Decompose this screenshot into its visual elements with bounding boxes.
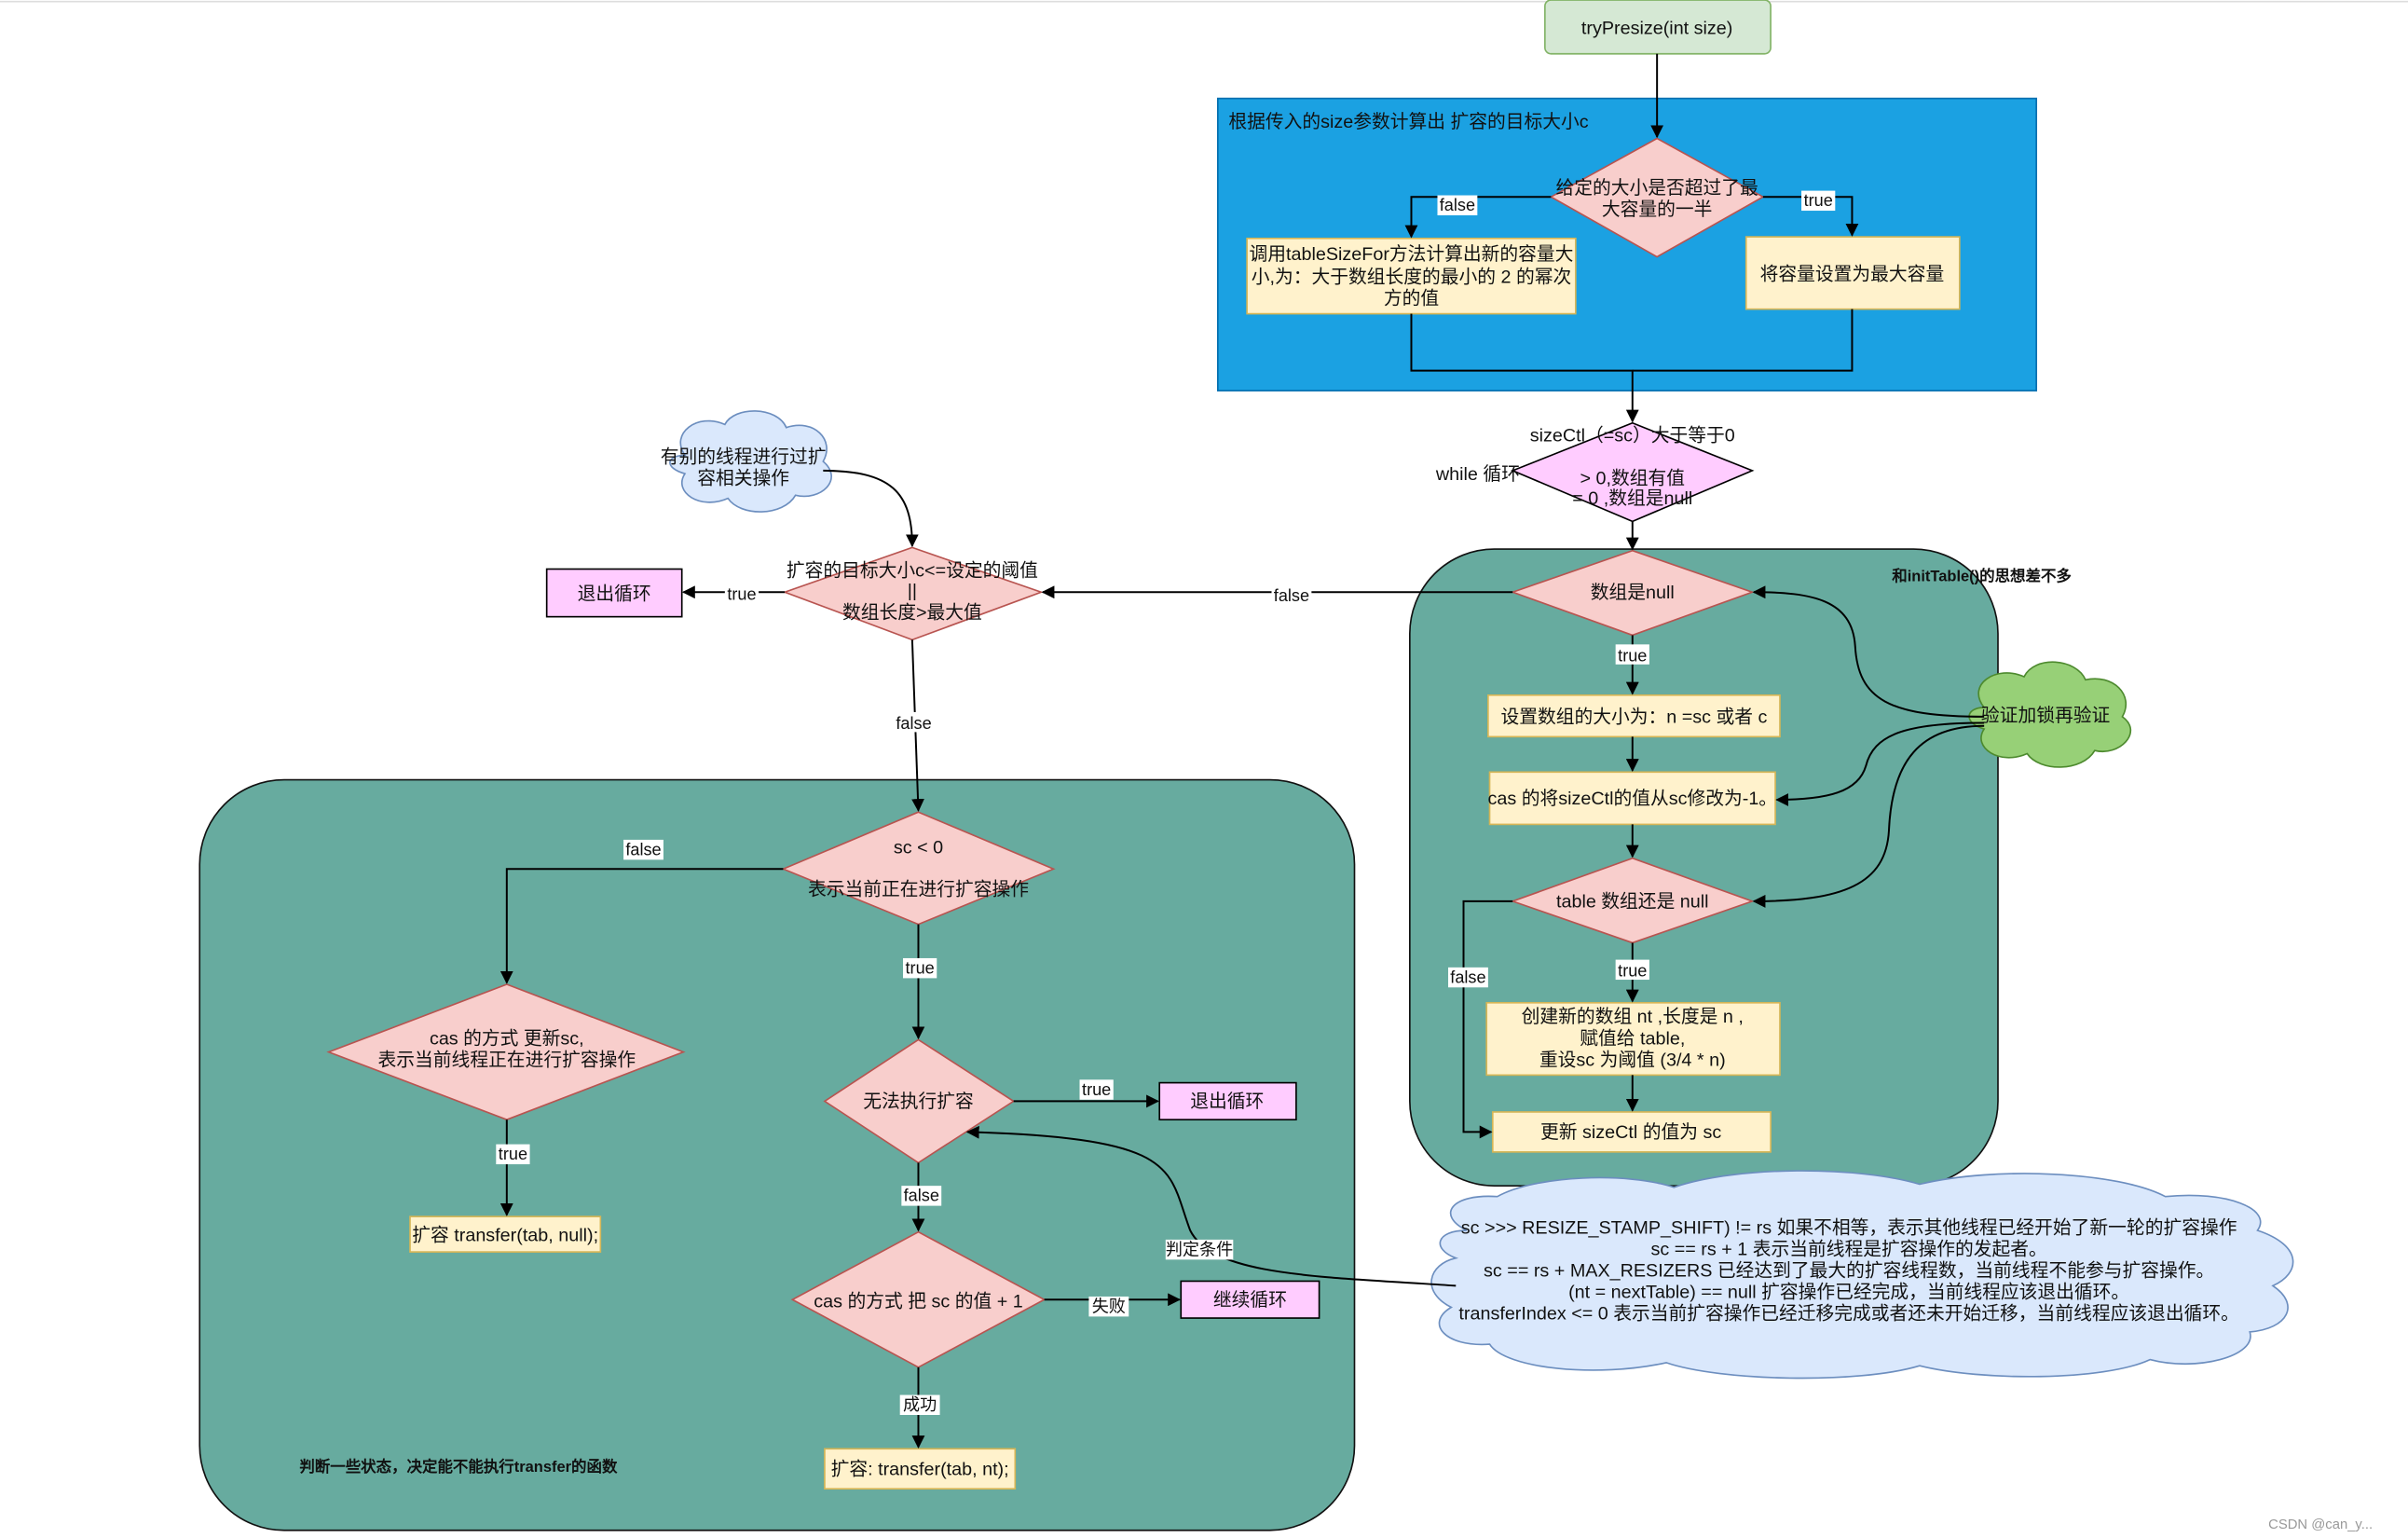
label-casplusone-success: 成功 [903, 1395, 937, 1414]
table-null-label: table 数组还是 null [1556, 891, 1709, 912]
transfer-nt-label: 扩容: transfer(tab, nt); [831, 1459, 1009, 1479]
transfer-null-process[interactable]: 扩容 transfer(tab, null); [409, 1215, 602, 1253]
label-judge-condition: 判定条件 [1166, 1240, 1233, 1258]
edge-sc-false [499, 868, 784, 984]
edge-cloud-to-threshold [823, 469, 919, 548]
label-check-false: false [1440, 196, 1475, 214]
size-ctl-line-1: sizeCtl（=sc）大于等于0 [1530, 426, 1735, 446]
edge-verify-to-tablenull [1752, 724, 1985, 908]
exit-loop-resize-label: 退出循环 [1190, 1092, 1264, 1112]
compute-size-line-1: 调用tableSizeFor方法计算出新的容量大 [1250, 244, 1574, 265]
cas-plus-one-label: cas 的方式 把 sc 的值 + 1 [814, 1291, 1022, 1311]
threshold-decision[interactable]: 扩容的目标大小c<=设定的阈值 || 数组长度>最大值 [782, 546, 1044, 641]
cas-plus-one-decision[interactable]: cas 的方式 把 sc 的值 + 1 [790, 1230, 1047, 1368]
exit-loop-top[interactable]: 退出循环 [545, 568, 683, 618]
cas-update-line-1: cas 的方式 更新sc, [430, 1028, 584, 1049]
sc-lt-zero-line-1: sc < 0 [894, 838, 943, 858]
create-array-process[interactable]: 创建新的数组 nt ,长度是 n , 赋值给 table, 重设sc 为阈值 (… [1485, 1001, 1781, 1077]
edge-compute-to-while [1410, 313, 1639, 423]
label-arraynull-true: true [1618, 646, 1647, 665]
size-ctl-decision[interactable]: sizeCtl（=sc）大于等于0 > 0,数组有值 = 0 ,数组是null [1511, 421, 1755, 523]
create-array-line-2: 赋值给 table, [1580, 1028, 1685, 1049]
edge-setmax-to-merge [1632, 309, 1854, 372]
set-size-process[interactable]: 设置数组的大小为：n =sc 或者 c [1487, 693, 1781, 738]
other-thread-line-1: 有别的线程进行过扩 [661, 447, 827, 468]
update-size-ctl-label: 更新 sizeCtl 的值为 sc [1540, 1122, 1721, 1143]
resize-panel-note: 判断一些状态，决定能不能执行transfer的函数 [299, 1458, 618, 1476]
transfer-null-label: 扩容 transfer(tab, null); [412, 1226, 598, 1246]
threshold-line-2: || [908, 581, 917, 601]
transfer-nt-process[interactable]: 扩容: transfer(tab, nt); [824, 1448, 1017, 1490]
label-cannot-true: true [1082, 1080, 1111, 1099]
start-label: tryPresize(int size) [1581, 18, 1732, 38]
condition-line-3: sc == rs + MAX_RESIZERS 已经达到了最大的扩容线程数，当前… [1484, 1260, 2214, 1281]
array-null-decision[interactable]: 数组是null [1510, 549, 1755, 637]
label-threshold-false: false [896, 714, 931, 733]
start-node[interactable]: tryPresize(int size) [1544, 0, 1772, 55]
create-array-line-1: 创建新的数组 nt ,长度是 n , [1522, 1007, 1744, 1027]
cannot-expand-label: 无法执行扩容 [863, 1092, 974, 1112]
condition-line-4: (nt = nextTable) == null 扩容操作已经完成，当前线程应该… [1568, 1283, 2129, 1303]
max-half-line-1: 给定的大小是否超过了最 [1556, 178, 1759, 199]
array-null-label: 数组是null [1591, 583, 1675, 603]
size-calc-title: 根据传入的size参数计算出 扩容的目标大小c [1228, 112, 1588, 132]
size-ctl-line-2: > 0,数组有值 [1580, 469, 1686, 489]
cas-update-line-2: 表示当前线程正在进行扩容操作 [378, 1050, 636, 1070]
edge-verify-to-arraynull [1752, 585, 1985, 718]
threshold-line-3: 数组长度>最大值 [842, 602, 982, 623]
watermark: CSDN @can_y... [2268, 1517, 2373, 1532]
label-tablenull-true: true [1618, 962, 1647, 981]
verify-cloud-label: 验证加锁再验证 [1981, 706, 2110, 726]
verify-cloud: 验证加锁再验证 [1968, 661, 2132, 768]
max-half-decision[interactable]: 给定的大小是否超过了最 大容量的一半 [1549, 137, 1765, 258]
label-check-true: true [1804, 191, 1833, 210]
set-max-label: 将容量设置为最大容量 [1760, 264, 1945, 284]
label-sc-true: true [906, 958, 935, 977]
cas-size-ctl-process[interactable]: cas 的将sizeCtl的值从sc修改为-1。 [1487, 771, 1777, 826]
edge-conditions-to-cannot [965, 1125, 1457, 1287]
init-table-panel [1409, 548, 1999, 1187]
edge-check-true [1762, 196, 1859, 237]
while-loop-label: while 循环 [1435, 464, 1520, 485]
cannot-expand-decision[interactable]: 无法执行扩容 [823, 1038, 1016, 1164]
sc-lt-zero-line-2: 表示当前正在进行扩容操作 [808, 879, 1029, 899]
edge-verify-to-cas [1775, 721, 1985, 806]
continue-loop[interactable]: 继续循环 [1180, 1280, 1320, 1319]
edge-check-false [1404, 196, 1552, 239]
other-thread-line-2: 容相关操作 [697, 469, 789, 489]
exit-loop-top-label: 退出循环 [578, 584, 651, 604]
size-ctl-line-3: = 0 ,数组是null [1572, 488, 1692, 509]
edge-labels: false true true false true false true fa… [496, 190, 1836, 1415]
label-cannot-false: false [904, 1187, 939, 1205]
label-arraynull-false: false [1274, 586, 1309, 605]
cas-size-ctl-label: cas 的将sizeCtl的值从sc修改为-1。 [1487, 789, 1777, 809]
exit-loop-resize[interactable]: 退出循环 [1158, 1081, 1297, 1121]
threshold-line-1: 扩容的目标大小c<=设定的阈值 [787, 561, 1038, 582]
create-array-line-3: 重设sc 为阈值 (3/4 * n) [1539, 1050, 1726, 1070]
other-thread-cloud: 有别的线程进行过扩 容相关操作 [661, 410, 832, 513]
set-max-process[interactable]: 将容量设置为最大容量 [1744, 236, 1961, 310]
label-tablenull-false: false [1450, 968, 1485, 986]
label-sc-false: false [625, 840, 661, 858]
sc-lt-zero-decision[interactable]: sc < 0 表示当前正在进行扩容操作 [781, 811, 1056, 926]
resize-check-panel [198, 778, 1356, 1531]
init-panel-note: 和initTable()的思想差不多 [1892, 568, 2072, 585]
edge-tablenull-false [1462, 899, 1513, 1139]
update-size-ctl-process[interactable]: 更新 sizeCtl 的值为 sc [1491, 1111, 1772, 1153]
set-size-label: 设置数组的大小为：n =sc 或者 c [1500, 707, 1767, 727]
label-casplusone-fail: 失败 [1092, 1297, 1126, 1315]
conditions-cloud: sc >>> RESIZE_STAMP_SHIFT) != rs 如果不相等，表… [1430, 1170, 2294, 1380]
label-casupdate-true: true [499, 1145, 527, 1163]
continue-loop-label: 继续循环 [1213, 1290, 1287, 1311]
compute-size-line-2: 小,为：大于数组长度的最小的 2 的幂次 [1252, 268, 1572, 288]
condition-line-5: transferIndex <= 0 表示当前扩容操作已经迁移完成或者还未开始迁… [1458, 1304, 2238, 1325]
label-threshold-true: true [727, 584, 756, 603]
cas-update-decision[interactable]: cas 的方式 更新sc, 表示当前线程正在进行扩容操作 [326, 983, 686, 1121]
compute-size-process[interactable]: 调用tableSizeFor方法计算出新的容量大 小,为：大于数组长度的最小的 … [1246, 237, 1577, 315]
condition-line-2: sc == rs + 1 表示当前线程是扩容操作的发起者。 [1650, 1239, 2046, 1259]
condition-line-1: sc >>> RESIZE_STAMP_SHIFT) != rs 如果不相等，表… [1461, 1217, 2237, 1238]
compute-size-line-3: 方的值 [1384, 289, 1439, 309]
max-half-line-2: 大容量的一半 [1602, 199, 1713, 220]
